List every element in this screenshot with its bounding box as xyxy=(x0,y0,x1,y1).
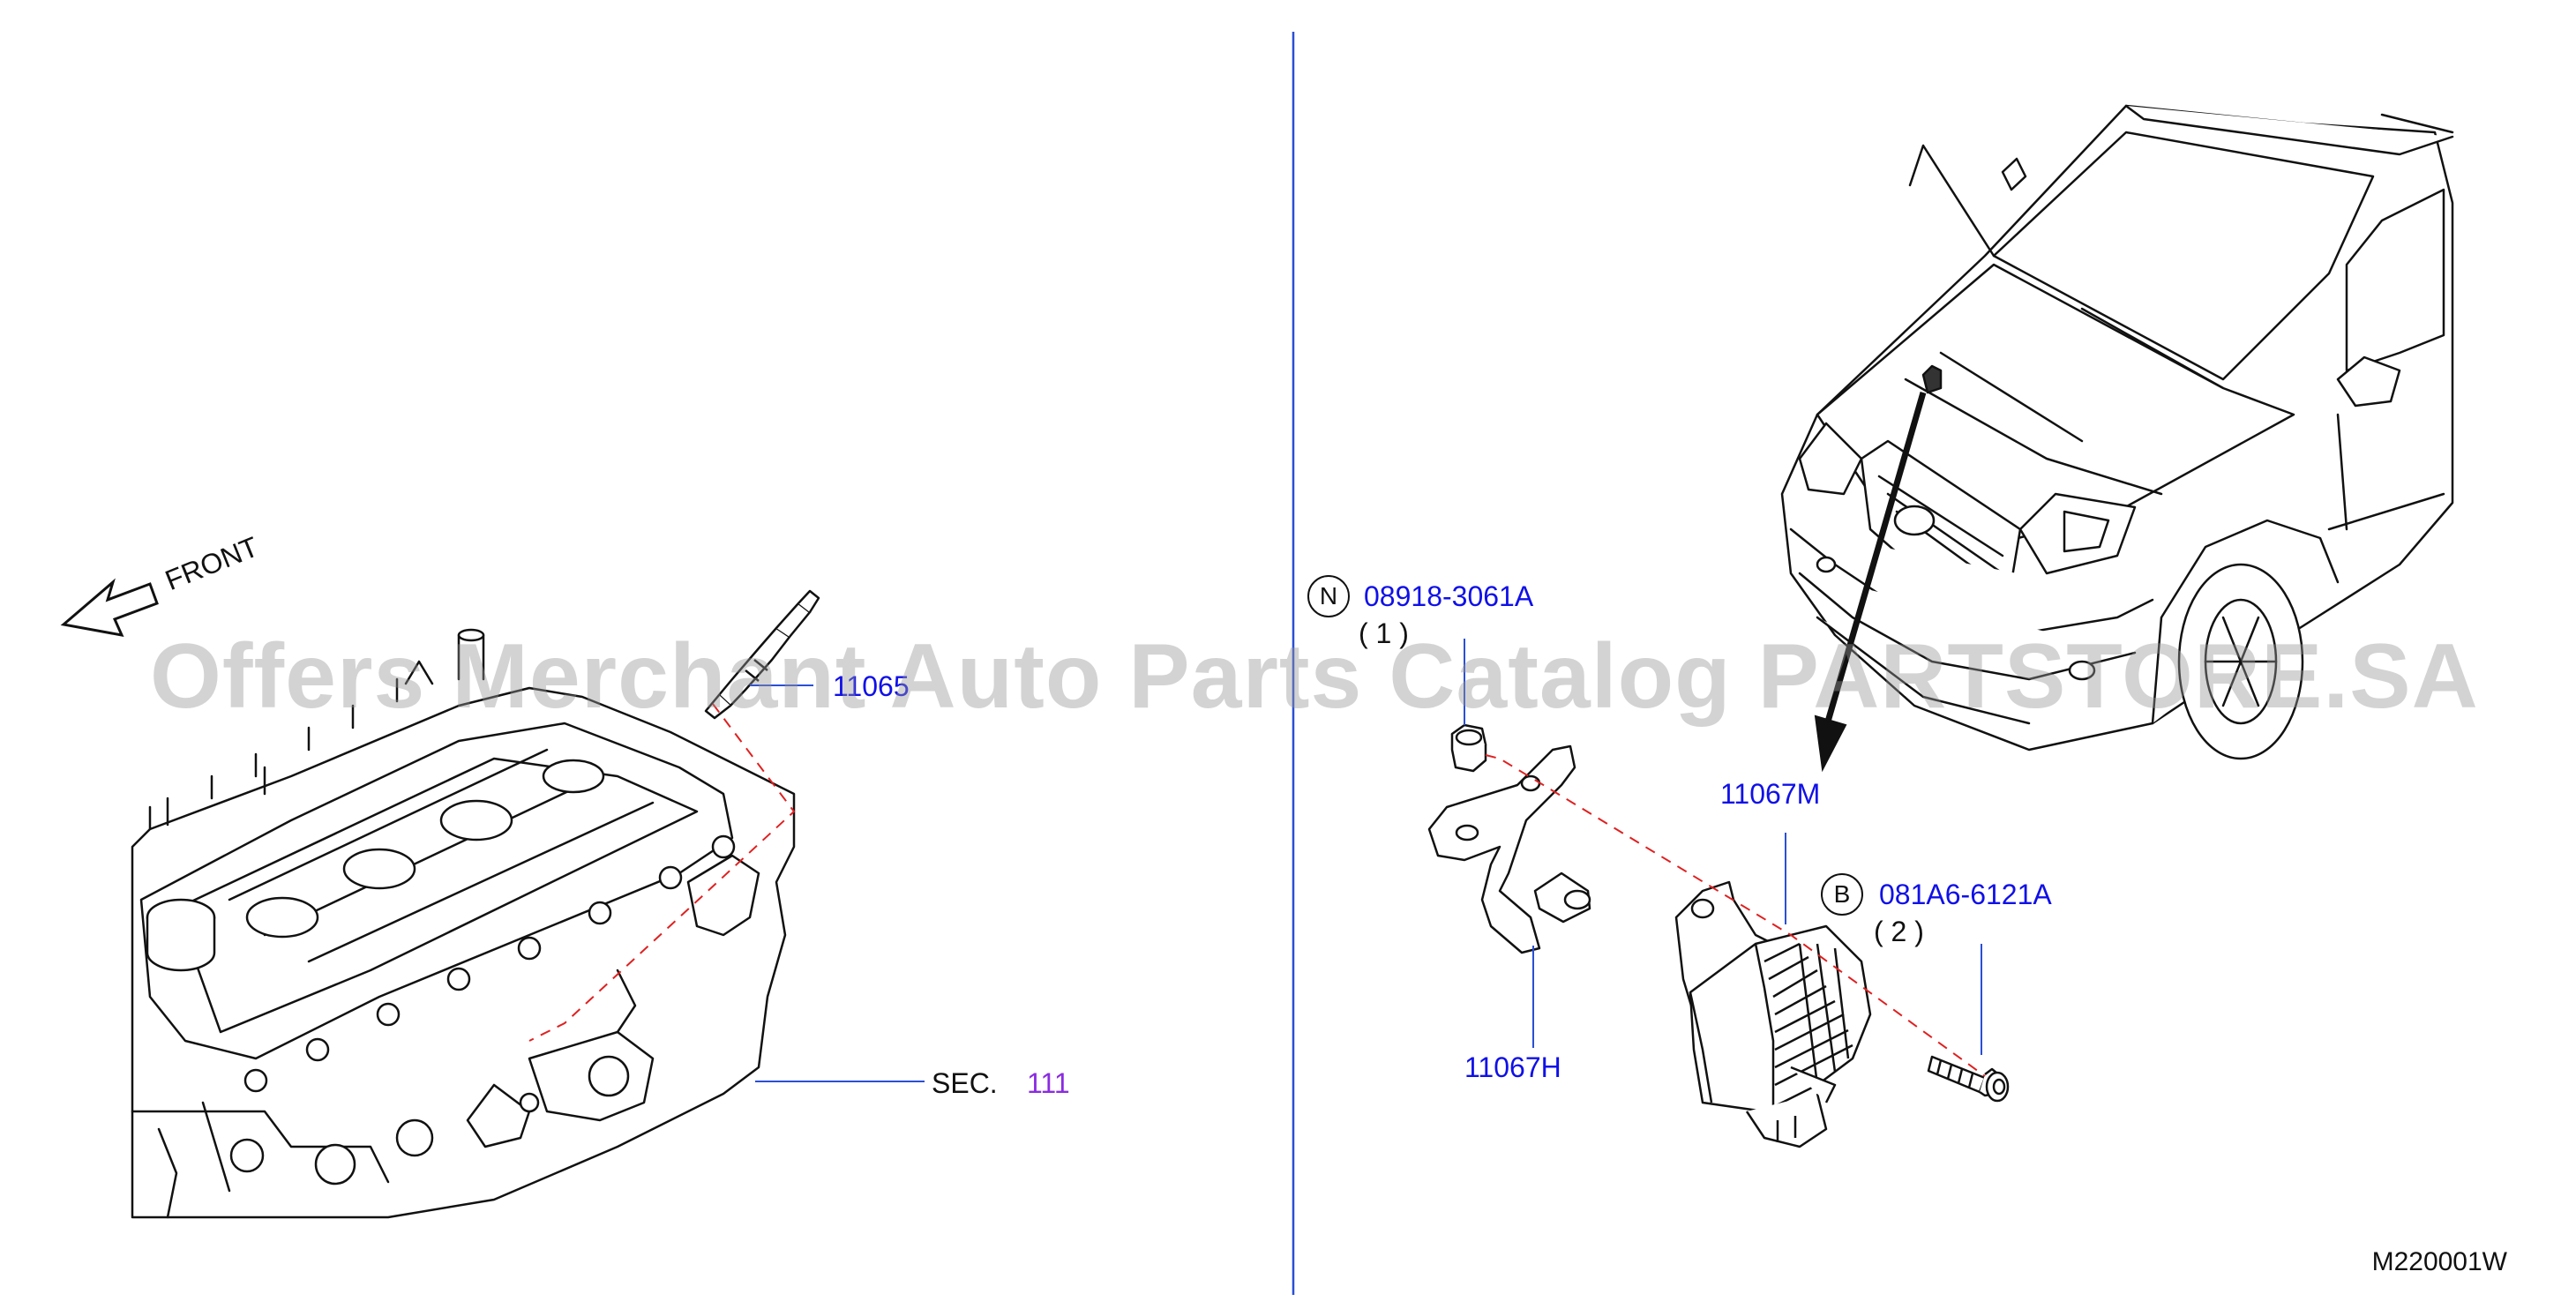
front-arrow-icon xyxy=(60,578,159,637)
nut-symbol-badge: N xyxy=(1307,575,1350,617)
bolt-symbol-badge: B xyxy=(1821,873,1863,916)
bolt-quantity: ( 2 ) xyxy=(1874,916,1924,947)
glow-plug xyxy=(704,589,820,720)
callout-11067H[interactable]: 11067H xyxy=(1464,1051,1561,1083)
nut-quantity: ( 1 ) xyxy=(1359,617,1409,649)
vehicle-truck xyxy=(1780,104,2454,760)
nut-part xyxy=(1450,723,1487,773)
assembly-leaders xyxy=(1464,639,1986,1077)
control-unit-part xyxy=(1674,880,1872,1148)
section-link-111[interactable]: 111 xyxy=(1027,1067,1070,1099)
callout-081A6-6121A[interactable]: 081A6-6121A xyxy=(1879,879,2052,910)
section-label: SEC. xyxy=(932,1067,998,1099)
engine-leaders xyxy=(528,684,925,1082)
bolt-part xyxy=(1927,1055,2010,1103)
callout-11067M[interactable]: 11067M xyxy=(1720,778,1821,810)
engine-cylinder-head xyxy=(131,628,796,1219)
bracket-part xyxy=(1427,744,1591,954)
diagram-code: M220001W xyxy=(2371,1247,2507,1276)
location-arrow-icon xyxy=(1814,392,1927,773)
callout-08918-3061A[interactable]: 08918-3061A xyxy=(1364,580,1534,612)
callout-11065[interactable]: 11065 xyxy=(833,670,910,702)
